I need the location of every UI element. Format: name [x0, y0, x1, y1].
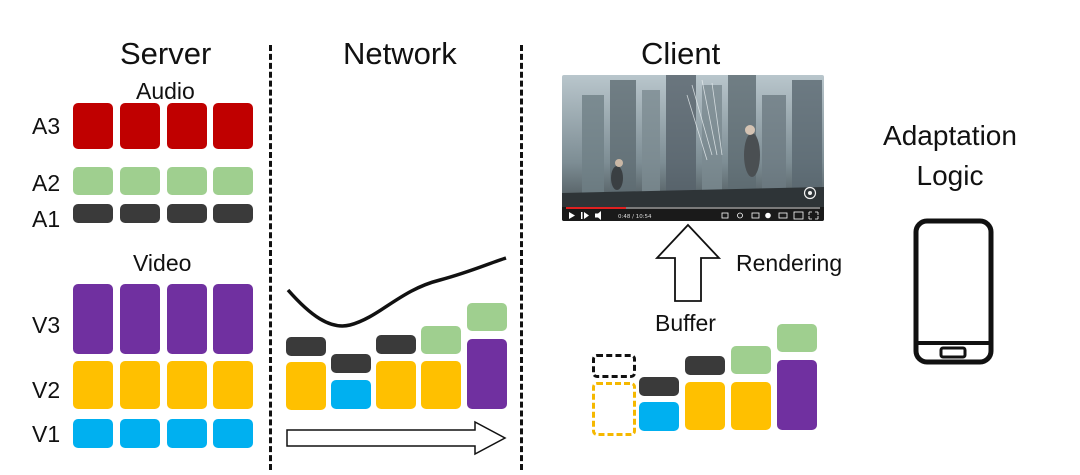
network-title: Network: [343, 36, 457, 71]
network-client-divider: [520, 45, 523, 470]
segment-v1: [73, 419, 113, 448]
segment-a1: [167, 204, 207, 223]
segment-v1: [639, 402, 679, 431]
segment-v2: [213, 361, 253, 409]
segment-v3: [120, 284, 160, 354]
adaptation-line-1: Adaptation: [883, 120, 1017, 151]
buffer-label: Buffer: [655, 310, 716, 336]
segment-a2: [120, 167, 160, 195]
transfer-arrow-icon: [286, 420, 507, 456]
segment-a1: [73, 204, 113, 223]
segment-v2: [73, 361, 113, 409]
server-title: Server: [120, 36, 212, 71]
smartphone-icon: [913, 218, 994, 365]
client-title: Client: [641, 36, 721, 71]
audio-heading: Audio: [136, 78, 195, 104]
segment-v1: [213, 419, 253, 448]
adaptation-line-2: Logic: [916, 160, 984, 191]
segment-a1: [331, 354, 371, 373]
segment-a1: [685, 356, 725, 375]
segment-v3: [213, 284, 253, 354]
segment-v2: [421, 361, 461, 409]
segment-v2: [286, 362, 326, 410]
segment-v2: [120, 361, 160, 409]
segment-v1: [331, 380, 371, 409]
segment-v2: [685, 382, 725, 430]
row-label-a3: A3: [32, 113, 61, 139]
segment-v1: [120, 419, 160, 448]
rendering-label: Rendering: [736, 250, 843, 276]
video-player[interactable]: 0:48 / 10:54: [562, 75, 824, 221]
player-time: 0:48 / 10:54: [618, 214, 652, 220]
segment-a3: [213, 103, 253, 149]
segment-a3: [73, 103, 113, 149]
segment-a2: [167, 167, 207, 195]
segment-a2: [731, 346, 771, 374]
bandwidth-curve: [286, 256, 507, 328]
segment-a2: [73, 167, 113, 195]
segment-a2: [421, 326, 461, 354]
segment-a2: [213, 167, 253, 195]
segment-v3: [73, 284, 113, 354]
segment-a1: [376, 335, 416, 354]
segment-v3: [167, 284, 207, 354]
segment-v2: [376, 361, 416, 409]
segment-a3: [167, 103, 207, 149]
segment-v1: [167, 419, 207, 448]
row-label-v2: V2: [32, 377, 61, 403]
segment-v2: [167, 361, 207, 409]
segment-v3: [777, 360, 817, 430]
segment-v2: [731, 382, 771, 430]
server-network-divider: [269, 45, 272, 470]
segment-a1: [213, 204, 253, 223]
segment-a1: [639, 377, 679, 396]
segment-a2: [467, 303, 507, 331]
empty-buffer-slot: [592, 354, 636, 378]
adaptation-logic-label: Adaptation Logic: [870, 116, 1030, 196]
segment-a3: [120, 103, 160, 149]
row-label-v3: V3: [32, 312, 61, 338]
row-label-a1: A1: [32, 206, 61, 232]
empty-buffer-slot: [592, 382, 636, 436]
rendering-arrow-icon: [654, 223, 722, 302]
segment-a2: [777, 324, 817, 352]
row-label-a2: A2: [32, 170, 61, 196]
row-label-v1: V1: [32, 421, 61, 447]
segment-v3: [467, 339, 507, 409]
segment-a1: [286, 337, 326, 356]
video-heading: Video: [133, 250, 192, 276]
segment-a1: [120, 204, 160, 223]
